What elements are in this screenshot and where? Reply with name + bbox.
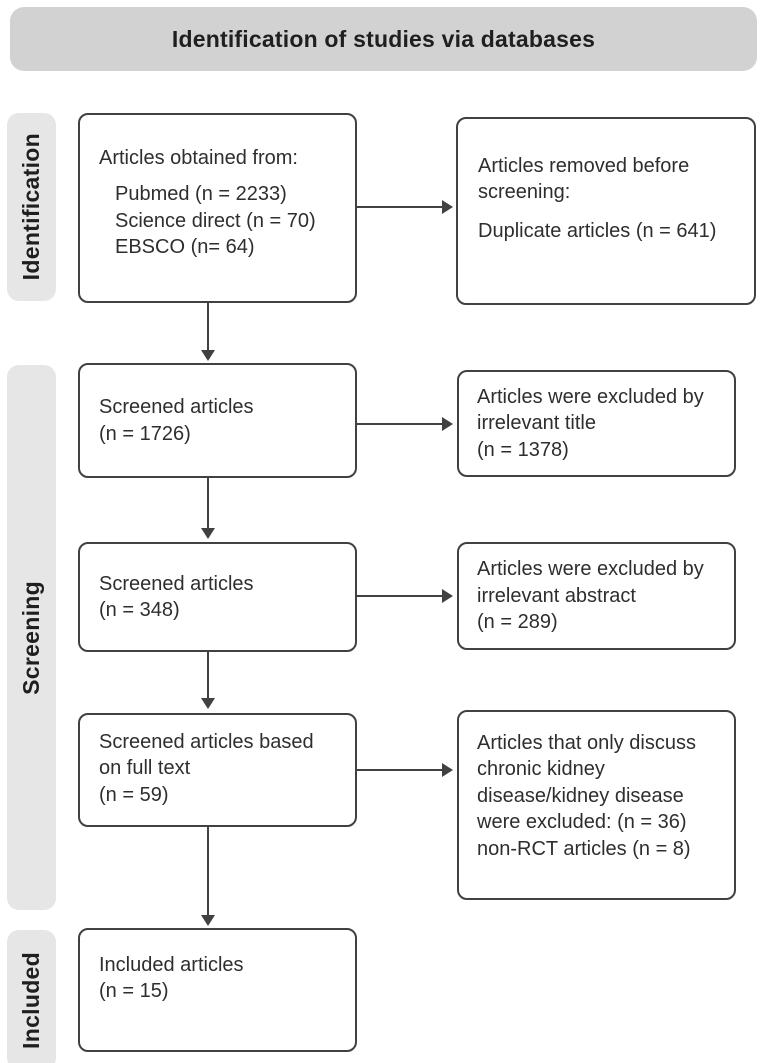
arrowhead-screened-abstract-to-excluded [442,589,453,603]
excluded-abstract-count: (n = 289) [477,611,558,634]
arrow-fulltext-to-included [207,827,209,915]
excluded-fulltext-line-1: Articles that only discuss [477,732,696,754]
screened-fulltext-line-2: on full text [99,757,191,780]
box-articles-obtained-intro: Articles obtained from: [99,147,298,169]
screened-abstract-count: (n = 348) [99,599,180,621]
arrowhead-sources-to-removed [442,200,453,214]
arrow-screened-title-to-abstract [207,478,209,528]
source-sciencedirect: Science direct (n = 70) [115,209,316,232]
excluded-title-line-2: irrelevant title [477,412,596,435]
box-included-articles: Included articles (n = 15) [78,928,357,1052]
arrowhead-screened-title-to-excluded [442,417,453,431]
arrow-screened-abstract-to-fulltext [207,652,209,698]
excluded-abstract-line-1: Articles were excluded by [477,558,704,581]
box-articles-obtained: Articles obtained from: Pubmed (n = 2233… [78,113,357,303]
diagram-title-banner: Identification of studies via databases [10,7,757,71]
box-screened-title: Screened articles (n = 1726) [78,363,357,478]
source-ebsco: EBSCO (n= 64) [115,236,255,259]
arrowhead-fulltext-to-excluded [442,763,453,777]
included-articles-count: (n = 15) [99,980,169,1003]
box-excluded-by-title: Articles were excluded by irrelevant tit… [457,370,736,477]
excluded-abstract-line-2: irrelevant abstract [477,584,636,607]
box-removed-before-screening: Articles removed before screening: Dupli… [456,117,756,305]
excluded-title-count: (n = 1378) [477,438,569,461]
arrowhead-sources-to-screened-title [201,350,215,361]
removed-line-2: screening: [478,181,571,204]
box-excluded-fulltext: Articles that only discuss chronic kidne… [457,710,736,900]
excluded-fulltext-line-2: chronic kidney [477,758,605,781]
box-screened-abstract: Screened articles (n = 348) [78,542,357,652]
included-articles-line-1: Included articles [99,954,244,976]
screened-fulltext-count: (n = 59) [99,783,169,806]
stage-label-screening: Screening [7,365,56,910]
screened-fulltext-line-1: Screened articles based [99,731,314,753]
arrowhead-fulltext-to-included [201,915,215,926]
diagram-title: Identification of studies via databases [171,25,596,52]
box-articles-obtained-list: Pubmed (n = 2233) Science direct (n = 70… [99,181,339,260]
arrowhead-screened-title-to-abstract [201,528,215,539]
excluded-title-line-1: Articles were excluded by [477,385,704,408]
removed-line-1: Articles removed before [478,155,690,177]
stage-label-included-text: Included [18,951,44,1049]
screened-title-line-1: Screened articles [99,396,254,419]
screened-title-count: (n = 1726) [99,422,191,445]
stage-label-included: Included [7,930,56,1063]
excluded-fulltext-count-nonrct: non-RCT articles (n = 8) [477,837,691,860]
excluded-fulltext-count-ckd: were excluded: (n = 36) [477,811,687,834]
arrowhead-screened-abstract-to-fulltext [201,698,215,709]
stage-label-identification: Identification [7,113,56,301]
stage-label-identification-text: Identification [18,133,44,281]
source-pubmed: Pubmed (n = 2233) [115,183,287,206]
box-excluded-by-abstract: Articles were excluded by irrelevant abs… [457,542,736,650]
excluded-fulltext-line-3: disease/kidney disease [477,784,684,807]
box-screened-fulltext: Screened articles based on full text (n … [78,713,357,827]
screened-abstract-line-1: Screened articles [99,572,254,595]
arrow-sources-to-removed [357,206,442,208]
arrow-screened-abstract-to-excluded [357,595,442,597]
arrow-fulltext-to-excluded [357,769,442,771]
arrow-sources-to-screened-title [207,303,209,350]
stage-label-screening-text: Screening [18,580,44,695]
removed-duplicates: Duplicate articles (n = 641) [478,219,717,242]
arrow-screened-title-to-excluded [357,423,442,425]
